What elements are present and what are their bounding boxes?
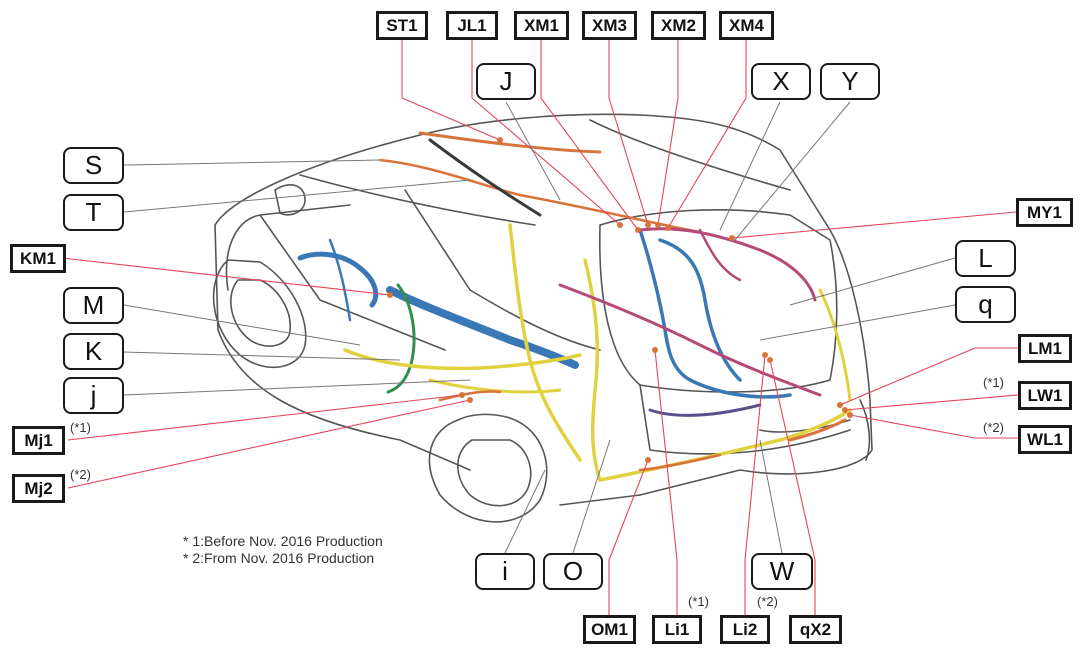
part-label-q: q [955, 286, 1016, 323]
connector-label-xm2: XM2 [651, 11, 706, 40]
part-label-j-upper: J [476, 63, 536, 100]
note-li2-variant: (*2) [757, 594, 778, 609]
part-label-y: Y [820, 63, 880, 100]
part-label-j-lower: j [63, 377, 124, 414]
note-lw1-variant: (*1) [983, 375, 1004, 390]
connector-label-lm1: LM1 [1018, 334, 1072, 363]
part-label-w: W [751, 553, 813, 590]
connector-label-li2: Li2 [720, 615, 770, 644]
connector-label-lw1: LW1 [1018, 381, 1072, 410]
connector-label-km1: KM1 [10, 244, 66, 273]
connector-label-qx2: qX2 [789, 615, 842, 644]
part-label-t: T [63, 194, 124, 231]
connector-label-xm3: XM3 [582, 11, 637, 40]
part-label-l: L [955, 240, 1016, 277]
part-label-k: K [63, 333, 124, 370]
footnote-from-nov-2016: * 2:From Nov. 2016 Production [183, 550, 375, 566]
connector-label-mj2: Mj2 [12, 474, 65, 503]
connector-label-jl1: JL1 [446, 11, 498, 40]
connector-label-om1: OM1 [583, 615, 636, 644]
part-label-i: i [475, 553, 535, 590]
part-label-x: X [751, 63, 811, 100]
footnote-before-nov-2016: * 1:Before Nov. 2016 Production [183, 533, 383, 549]
connector-label-xm4: XM4 [719, 11, 774, 40]
connector-label-xm1: XM1 [514, 11, 569, 40]
part-label-s: S [63, 147, 124, 184]
part-label-m: M [63, 287, 124, 324]
note-mj1-variant: (*1) [70, 420, 91, 435]
part-label-o: O [543, 553, 603, 590]
connector-label-my1: MY1 [1016, 198, 1073, 227]
connector-label-mj1: Mj1 [12, 426, 65, 455]
connector-label-st1: ST1 [376, 11, 428, 40]
note-li1-variant: (*1) [688, 594, 709, 609]
note-mj2-variant: (*2) [70, 467, 91, 482]
connector-label-li1: Li1 [652, 615, 702, 644]
connector-label-wl1: WL1 [1018, 425, 1072, 454]
note-wl1-variant: (*2) [983, 420, 1004, 435]
